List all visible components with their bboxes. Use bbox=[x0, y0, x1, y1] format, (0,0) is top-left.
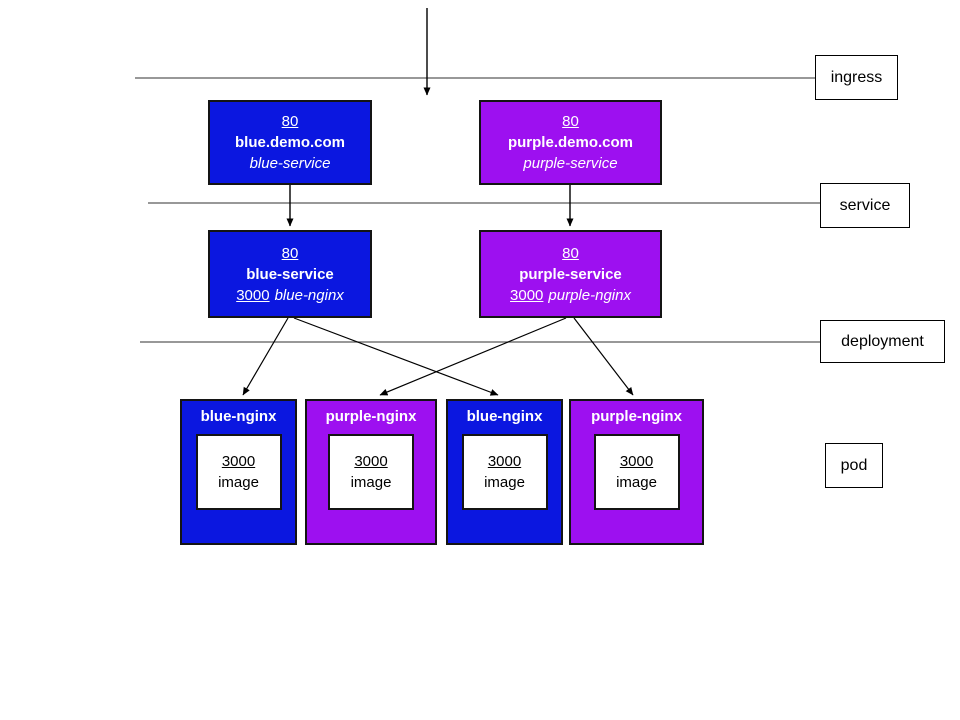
arrow-blue-service-to-pod-1 bbox=[242, 317, 289, 396]
layer-label-service: service bbox=[820, 183, 910, 228]
container-image-label: image bbox=[484, 474, 525, 491]
ingress-box-purple: 80 purple.demo.com purple-service bbox=[479, 100, 662, 185]
container-port: 3000 bbox=[221, 453, 256, 470]
pod-blue-nginx-1: blue-nginx 3000 image bbox=[180, 399, 297, 545]
ingress-backend: purple-service bbox=[523, 155, 618, 172]
pod-name: blue-nginx bbox=[466, 408, 543, 425]
container-box: 3000 image bbox=[328, 434, 414, 510]
service-name: blue-service bbox=[246, 265, 334, 283]
container-port: 3000 bbox=[487, 453, 522, 470]
container-box: 3000 image bbox=[461, 434, 548, 510]
ingress-host: purple.demo.com bbox=[507, 134, 634, 151]
container-image-label: image bbox=[218, 474, 259, 491]
pod-name: blue-nginx bbox=[200, 408, 277, 425]
container-image-label: image bbox=[350, 474, 392, 491]
ingress-backend: blue-service bbox=[249, 155, 331, 172]
ingress-port: 80 bbox=[281, 113, 299, 130]
service-name: purple-service bbox=[519, 265, 622, 283]
ingress-box-blue: 80 blue.demo.com blue-service bbox=[208, 100, 372, 185]
pod-name: purple-nginx bbox=[325, 408, 417, 425]
container-port: 3000 bbox=[354, 453, 388, 470]
layer-label-pod: pod bbox=[825, 443, 883, 488]
pod-purple-nginx-1: purple-nginx 3000 image bbox=[305, 399, 437, 545]
service-target-port: 3000 bbox=[236, 286, 270, 304]
service-selector: purple-nginx bbox=[548, 286, 631, 304]
pod-purple-nginx-2: purple-nginx 3000 image bbox=[569, 399, 704, 545]
layer-label-ingress: ingress bbox=[815, 55, 898, 100]
container-box: 3000 image bbox=[593, 434, 680, 510]
arrow-blue-service-to-pod-3 bbox=[293, 317, 499, 396]
service-selector: blue-nginx bbox=[274, 286, 344, 304]
pod-name: purple-nginx bbox=[591, 408, 682, 425]
service-port: 80 bbox=[562, 244, 579, 262]
layer-label-deployment: deployment bbox=[820, 320, 945, 363]
container-box: 3000 image bbox=[195, 434, 282, 510]
pod-blue-nginx-2: blue-nginx 3000 image bbox=[446, 399, 563, 545]
ingress-port: 80 bbox=[562, 113, 579, 130]
ingress-host: blue.demo.com bbox=[234, 134, 346, 151]
service-port: 80 bbox=[281, 244, 299, 262]
arrow-purple-service-to-pod-2 bbox=[379, 317, 567, 396]
arrow-purple-service-to-pod-4 bbox=[573, 317, 634, 396]
container-image-label: image bbox=[616, 474, 657, 491]
service-target-port: 3000 bbox=[510, 286, 544, 304]
container-port: 3000 bbox=[619, 453, 654, 470]
